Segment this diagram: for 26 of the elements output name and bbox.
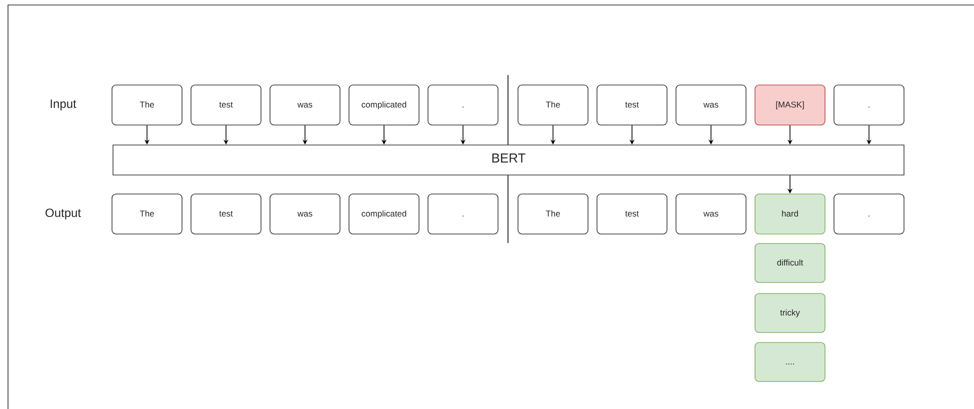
token-box: complicated <box>348 84 420 126</box>
token-box: The <box>518 84 588 126</box>
row-label: Output <box>46 208 81 220</box>
prediction-box: difficult <box>754 243 826 283</box>
token-box: was <box>270 194 340 234</box>
prediction-box: tricky <box>754 293 826 333</box>
row-label: Input <box>50 100 76 110</box>
token-box: was <box>270 84 340 126</box>
model-bar: BERT <box>112 144 904 176</box>
token-box: test <box>596 194 668 234</box>
prediction-box: .... <box>754 342 826 382</box>
token-box: The <box>112 84 182 126</box>
token-box: test <box>190 84 262 126</box>
token-box: The <box>518 194 588 234</box>
token-box: was <box>676 84 746 126</box>
prediction-box: hard <box>754 194 826 234</box>
token-box: . <box>834 84 904 126</box>
token-box: test <box>190 194 262 234</box>
token-box: was <box>676 194 746 234</box>
token-box: . <box>834 194 904 234</box>
token-box: The <box>112 194 182 234</box>
token-box: . <box>428 84 498 126</box>
masked-token-box: [MASK] <box>754 84 826 126</box>
token-box: complicated <box>348 194 420 234</box>
token-box: test <box>596 84 668 126</box>
token-box: . <box>428 194 498 234</box>
